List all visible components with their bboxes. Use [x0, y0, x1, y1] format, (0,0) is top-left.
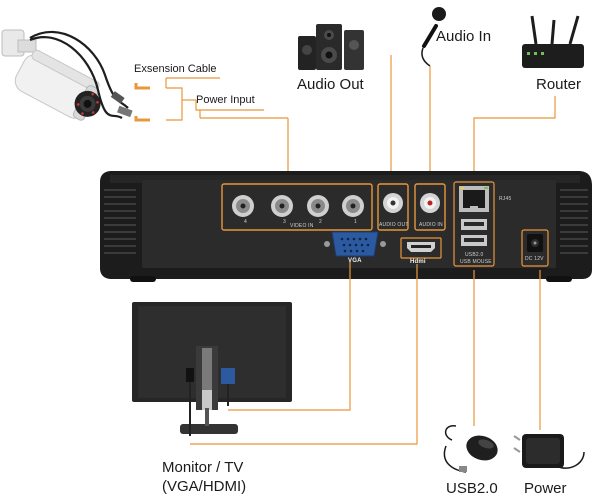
usb-mouse-icon: [443, 425, 498, 473]
cable-connector-markers: [134, 77, 289, 188]
rj45-port: [459, 186, 489, 212]
hdmi-line: [190, 264, 418, 445]
dc-panel-label: DC 12V: [525, 256, 544, 262]
cctv-camera: [1, 29, 133, 121]
channel-4-label: 4: [244, 219, 247, 225]
monitor-label-line2: (VGA/HDMI): [162, 478, 247, 495]
audio-out-panel-label: AUDIO OUT: [379, 222, 409, 228]
rca-audio-out-port: [383, 193, 403, 213]
channel-3-label: 3: [283, 219, 286, 225]
channel-1-label: 1: [354, 219, 357, 225]
bnc-port-3: [271, 195, 293, 217]
rj45-panel-label: RJ45: [499, 196, 512, 202]
usb-panel-label-bottom: USB MOUSE: [460, 259, 492, 265]
vga-panel-label: VGA: [348, 258, 362, 264]
bnc-port-4: [232, 195, 254, 217]
audio-out-label: Audio Out: [297, 76, 364, 93]
speakers-icon: [298, 24, 364, 70]
dc-power-port: [527, 234, 543, 252]
usb-label: USB2.0: [446, 480, 498, 497]
power-input-label: Power Input: [196, 94, 255, 106]
channel-2-label: 2: [319, 219, 322, 225]
dvr-recorder: [100, 171, 592, 282]
router-label: Router: [536, 76, 582, 93]
bnc-port-2: [307, 195, 329, 217]
vga-line: [228, 262, 351, 411]
audio-in-panel-label: AUDIO IN: [419, 222, 443, 228]
hdmi-panel-label: Hdmi: [410, 259, 426, 265]
usb-panel-label-top: USB2.0: [465, 252, 484, 258]
monitor-label-line1: Monitor / TV: [162, 459, 244, 476]
video-in-label: VIDEO IN: [290, 223, 314, 229]
power-adapter-icon: [513, 434, 585, 469]
bnc-port-1: [342, 195, 364, 217]
audio-in-label: Audio In: [436, 28, 492, 45]
router-icon: [522, 15, 584, 68]
power-label: Power: [524, 480, 567, 497]
extension-cable-label: Exsension Cable: [134, 63, 217, 75]
rca-audio-in-port: [420, 193, 440, 213]
monitor-icon: [132, 302, 292, 436]
router-line: [473, 96, 556, 180]
vga-port: [324, 231, 386, 257]
hdmi-port: [407, 242, 435, 252]
usb-ports: [461, 219, 487, 246]
microphone-icon: [421, 7, 446, 67]
